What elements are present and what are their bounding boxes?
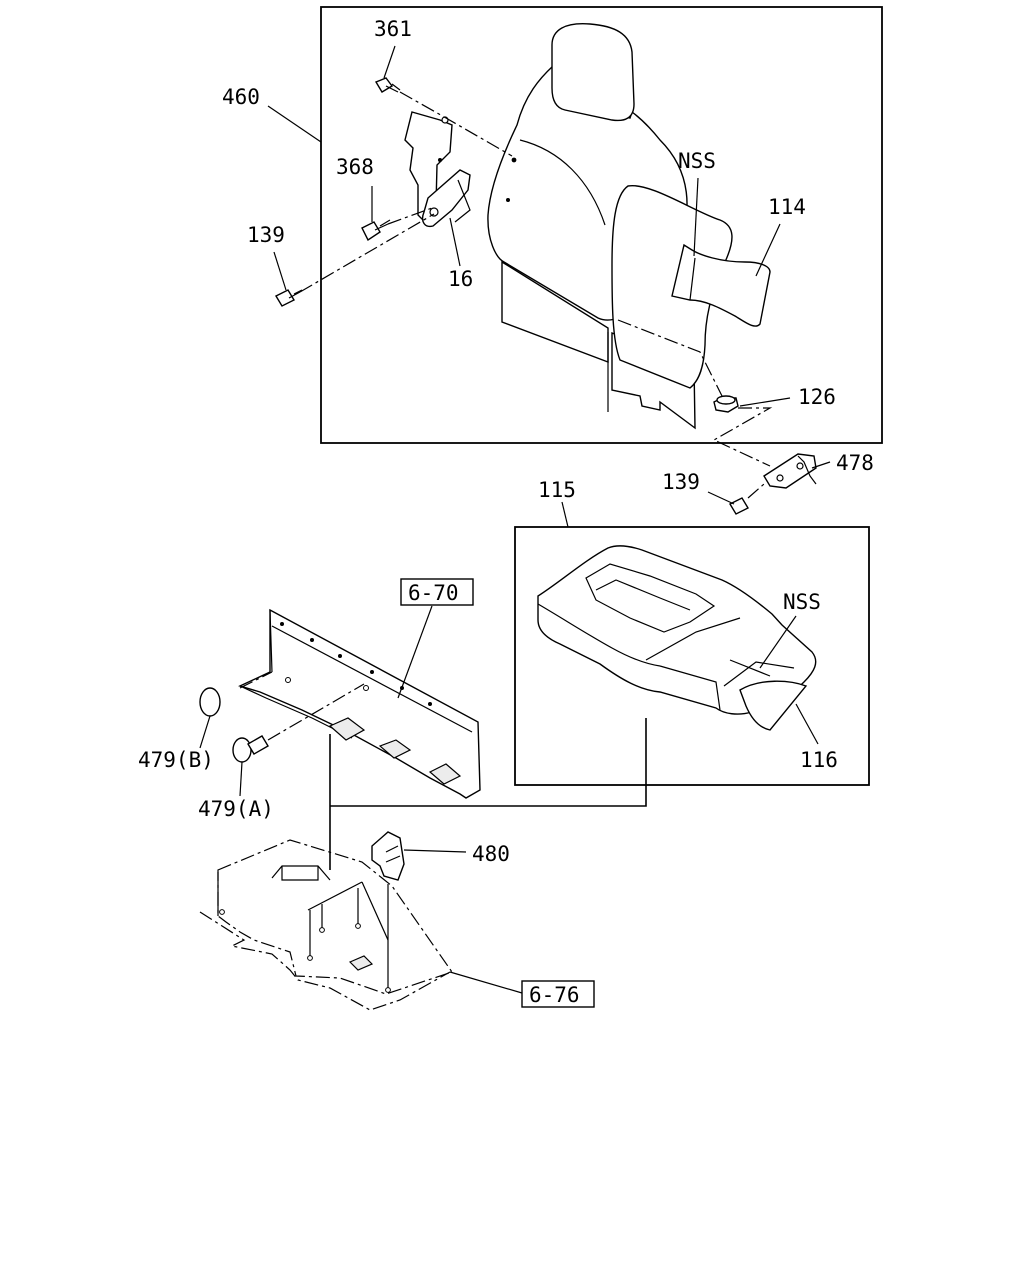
seat-back-assembly-group <box>275 6 883 444</box>
bolt-368 <box>361 219 391 242</box>
callout-116: 116 <box>800 748 838 772</box>
clip-480 <box>371 831 405 881</box>
seat-back-group-frame <box>320 6 883 444</box>
callout-126: 126 <box>798 385 836 409</box>
bolt-139-upper <box>275 289 303 307</box>
callout-478: 478 <box>836 451 874 475</box>
clip-479b <box>199 687 221 717</box>
callout-nss-back: NSS <box>678 149 716 173</box>
seat-cushion-assembly-group <box>514 526 870 786</box>
floor-panel <box>199 839 453 1011</box>
bracket-478 <box>763 453 817 489</box>
callout-16: 16 <box>448 267 473 291</box>
callout-nss-cushion: NSS <box>783 590 821 614</box>
callout-460: 460 <box>222 85 260 109</box>
callout-480: 480 <box>472 842 510 866</box>
seat-back-strap <box>671 243 771 327</box>
reference-6-76: 6-76 <box>521 980 595 1008</box>
reference-6-70: 6-70 <box>400 578 474 606</box>
bolt-139-middle <box>729 497 749 515</box>
reference-6-70-label: 6-70 <box>408 581 459 605</box>
callout-479a: 479(A) <box>198 797 274 821</box>
callout-368: 368 <box>336 155 374 179</box>
clip-126 <box>713 395 739 413</box>
callout-115: 115 <box>538 478 576 502</box>
callout-139-middle: 139 <box>662 470 700 494</box>
seat-cushion-group-frame <box>514 526 870 786</box>
seat-back-cover-panel <box>611 185 733 389</box>
leader-lines <box>199 45 831 994</box>
rear-panel <box>238 608 481 799</box>
connector-cushion-to-floor <box>330 718 647 807</box>
callout-479b: 479(B) <box>138 748 214 772</box>
headrest <box>551 23 635 122</box>
callout-361: 361 <box>374 17 412 41</box>
reference-6-76-label: 6-76 <box>529 983 580 1007</box>
clip-479a <box>232 735 269 763</box>
hinge-bracket <box>404 111 471 228</box>
seat-back-body <box>487 23 771 430</box>
seat-cushion-body <box>537 545 817 715</box>
callout-139-upper: 139 <box>247 223 285 247</box>
seat-cushion-strap <box>739 680 808 731</box>
callout-114: 114 <box>768 195 806 219</box>
connector-back-to-bracket <box>712 407 773 467</box>
bolt-361 <box>374 77 401 93</box>
